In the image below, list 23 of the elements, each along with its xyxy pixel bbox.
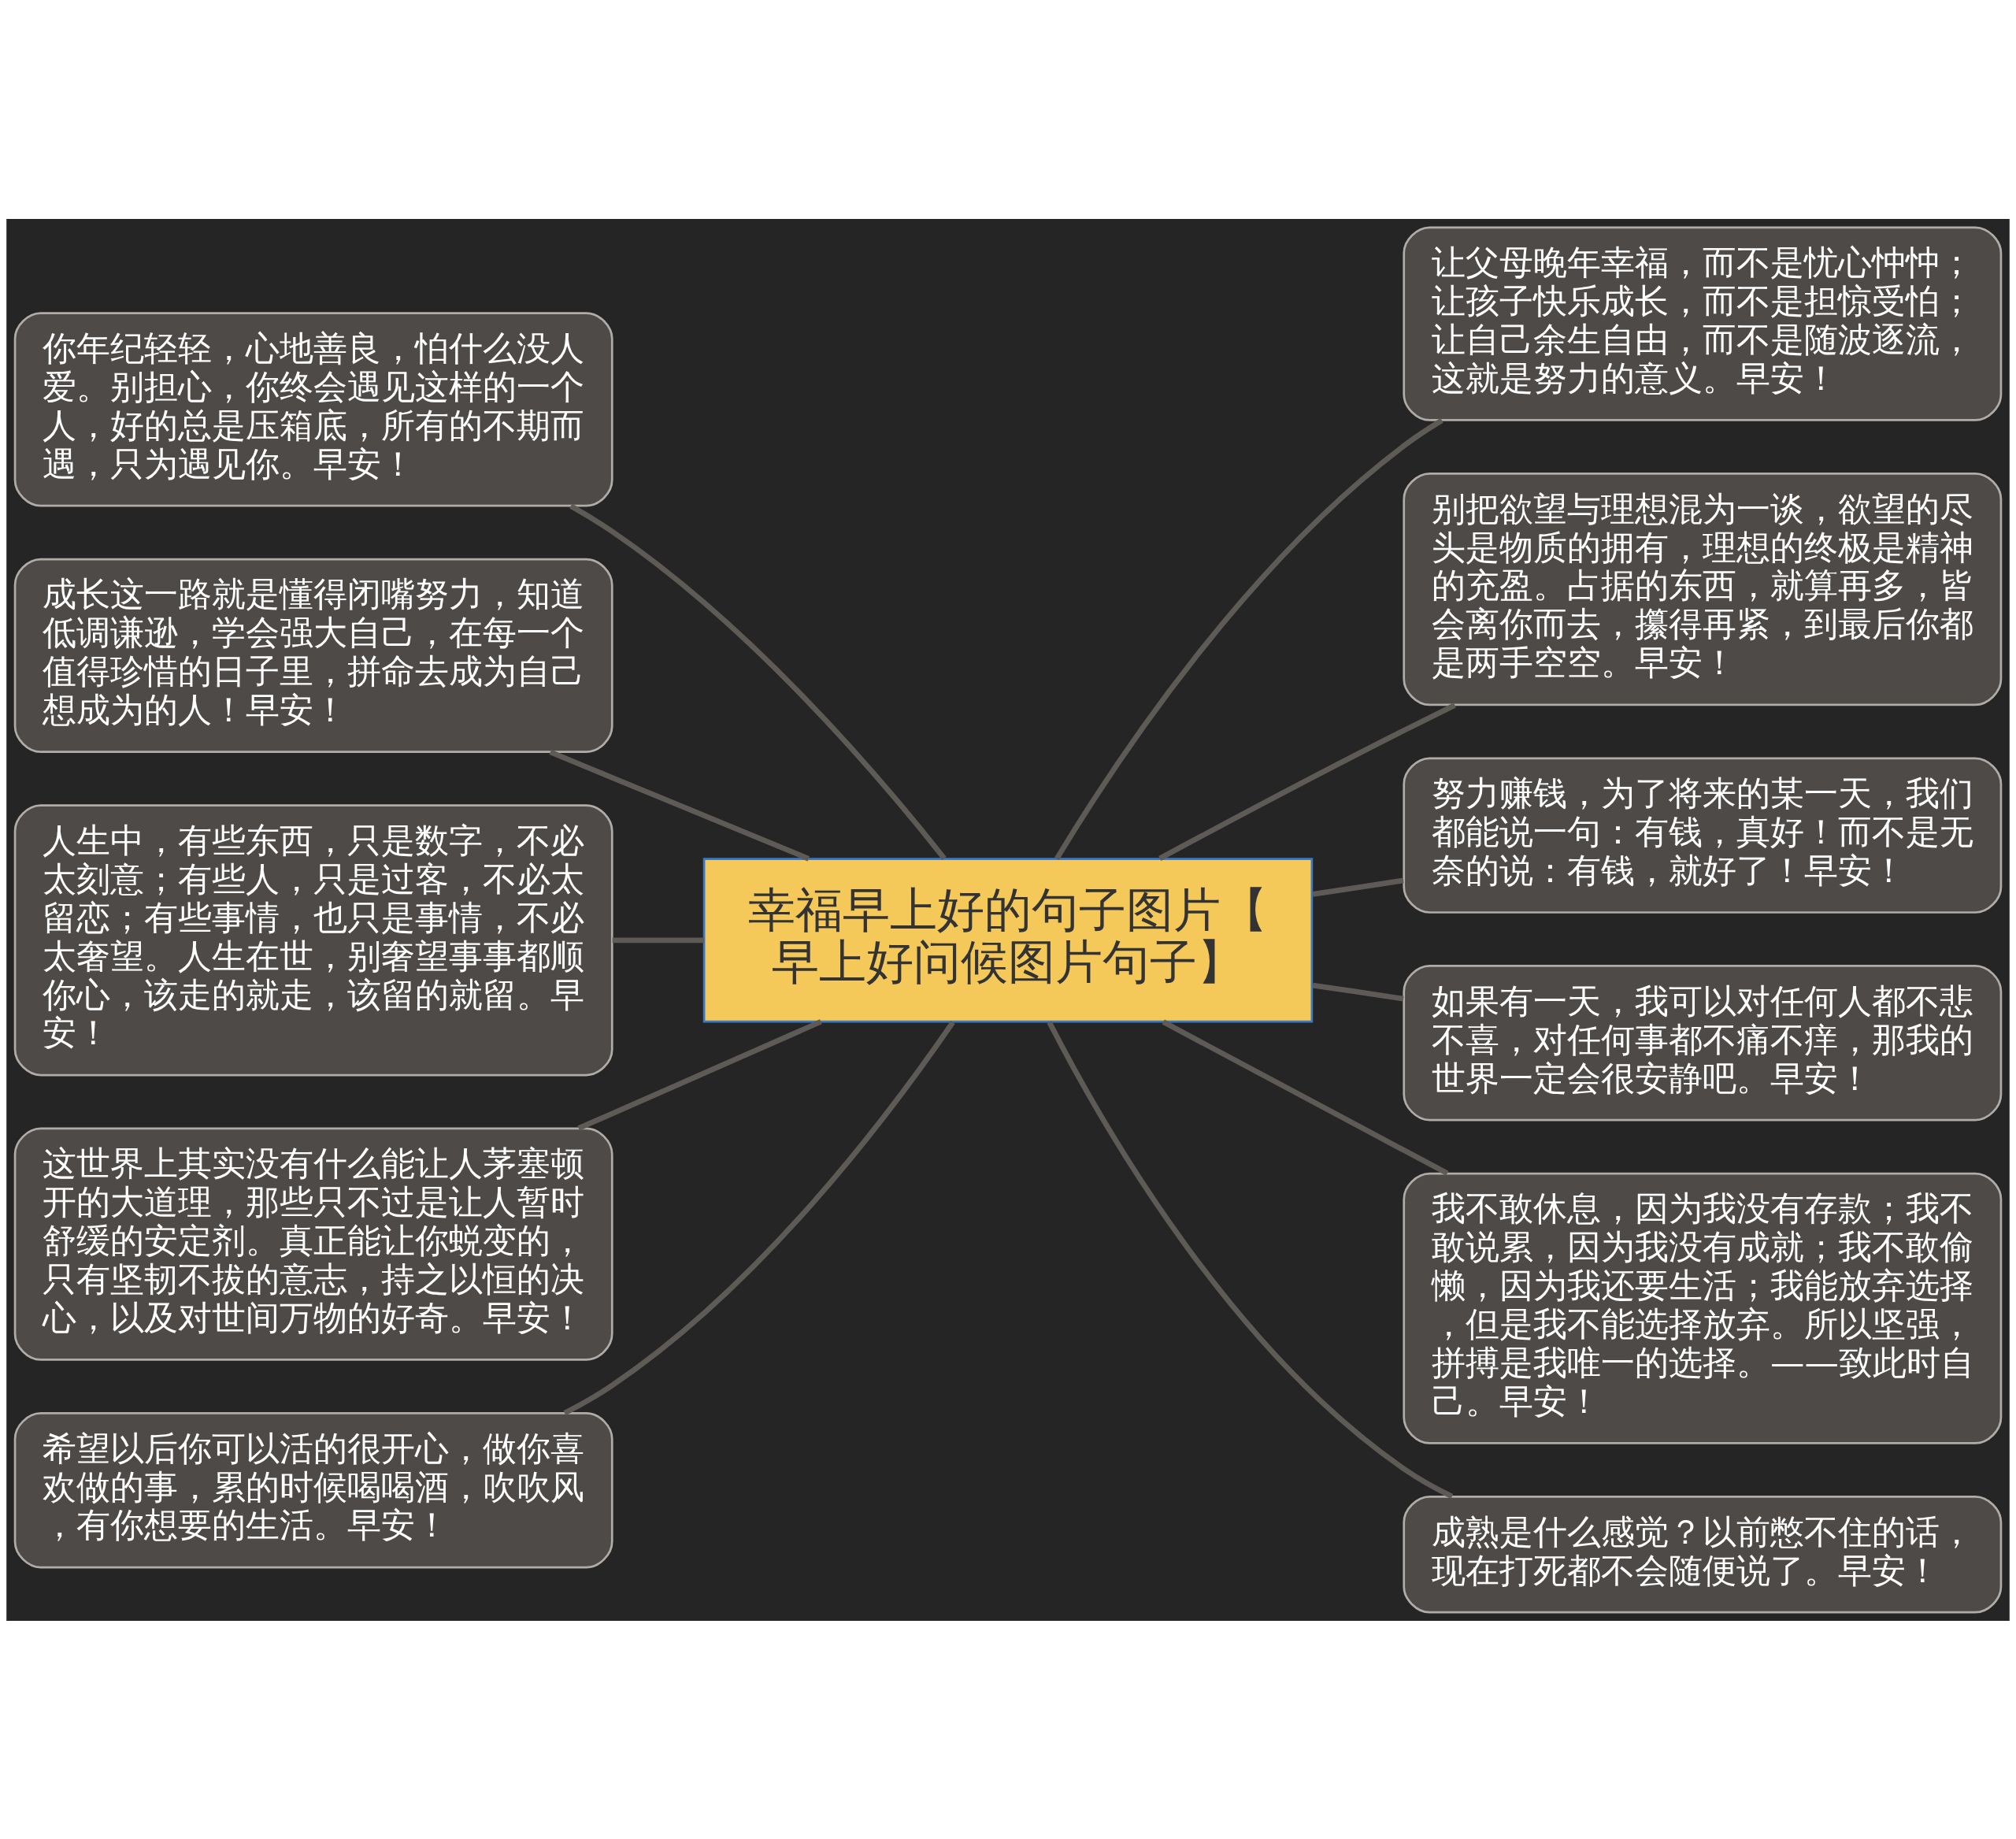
node-box: 这世界上其实没有什么能让人茅塞顿开的大道理，那些只不过是让人暂时舒缓的安定剂。真正能让你蜕变的，只有坚韧不拔的意志，持之以恒的决心，以及对世间万物的好奇。早安！ bbox=[13, 1127, 613, 1361]
connector bbox=[1054, 417, 1443, 860]
node-box: 人生中，有些东西，只是数字，不必太刻意；有些人，只是过客，不必太留恋；有些事情，也只是事情，不必太奢望。人生在世，别奢望事事都顺你心，该走的就走，该留的就留。早安！ bbox=[13, 803, 613, 1076]
connector bbox=[1312, 877, 1404, 897]
node-box: 努力赚钱，为了将来的某一天，我们都能说一句：有钱，真好！而不是无奈的说：有钱，就好了！早安！ bbox=[1403, 756, 2003, 914]
connector bbox=[1158, 702, 1456, 861]
node-box: 我不敢休息，因为我没有存款；我不敢说累，因为我没有成就；我不敢偷懒，因为我还要生活；我能放弃选择，但是我不能选择放弃。所以坚强，拼搏是我唯一的选择。——致此时自己。早安！ bbox=[1403, 1172, 2003, 1444]
node-box: 希望以后你可以活的很开心，做你喜欢做的事，累的时候喝喝酒，吹吹风，有你想要的生活。早安！ bbox=[13, 1411, 613, 1568]
node-box: 成长这一路就是懂得闭嘴努力，知道低调谦逊，学会强大自己，在每一个值得珍惜的日子里，拼命去成为自己想成为的人！早安！ bbox=[13, 558, 613, 753]
node-box: 成熟是什么感觉？以前憋不住的话，现在打死都不会随便说了。早安！ bbox=[1403, 1495, 2003, 1613]
node-box: 别把欲望与理想混为一谈，欲望的尽头是物质的拥有，理想的终极是精神的充盈。占据的东西，就算再多，皆会离你而去，攥得再紧，到最后你都是两手空空。早安！ bbox=[1403, 472, 2003, 706]
connector bbox=[563, 1020, 955, 1415]
connector bbox=[1162, 1019, 1449, 1176]
connector bbox=[612, 936, 704, 943]
node-box: 幸福早上好的句子图片【早上好问候图片句子】 bbox=[702, 857, 1314, 1022]
connector bbox=[549, 749, 810, 861]
connector bbox=[569, 503, 947, 860]
node-box: 让父母晚年幸福，而不是忧心忡忡；让孩子快乐成长，而不是担惊受怕；让自己余生自由，而不是随波逐流，这就是努力的意义。早安！ bbox=[1403, 226, 2003, 421]
node-box: 如果有一天，我可以对任何人都不悲不喜，对任何事都不痛不痒，那我的世界一定会很安静吧。早安！ bbox=[1403, 964, 2003, 1121]
connector bbox=[577, 1018, 822, 1131]
connector bbox=[1047, 1020, 1454, 1499]
node-box: 你年纪轻轻，心地善良，怕什么没人爱。别担心，你终会遇见这样的一个人，好的总是压箱底，所有的不期而遇，只为遇见你。早安！ bbox=[13, 311, 613, 506]
connector bbox=[1312, 982, 1404, 1001]
